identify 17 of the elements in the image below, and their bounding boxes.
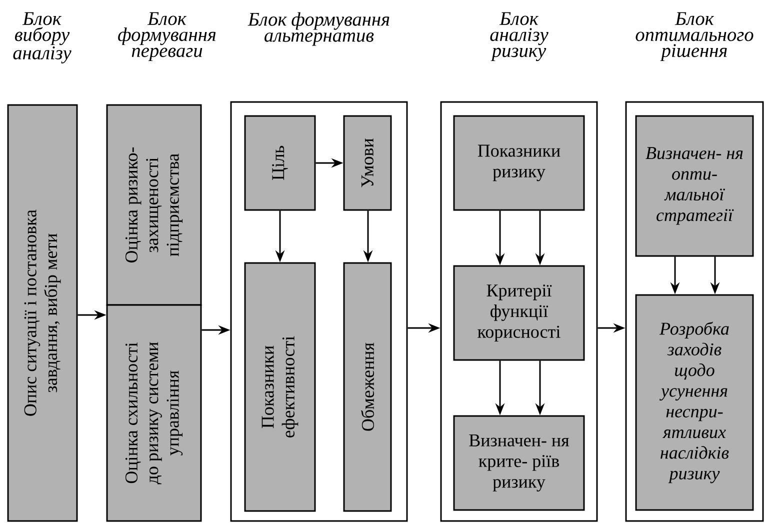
process-box: Опис ситуації і постановка завдання, вибір мети <box>7 104 78 522</box>
block-heading: Блок оптимального рішення <box>636 12 754 62</box>
process-box: Обмеження <box>343 262 392 512</box>
block-heading: Блок вибору аналізу <box>13 12 72 64</box>
process-box: Показники ефективності <box>244 262 316 512</box>
process-box: Оцінка ризико- захищеності підприємства <box>106 104 202 306</box>
process-box: Умови <box>343 115 392 211</box>
process-box: Показники ризику <box>453 115 585 211</box>
process-box: Критерії функції корисності <box>453 265 585 361</box>
process-box: Визначен- ня крите- ріїв ризику <box>453 415 585 511</box>
block-heading: Блок аналізу ризику <box>490 12 548 62</box>
process-box: Ціль <box>244 115 316 211</box>
block-heading: Блок формування альтернатив <box>248 12 390 46</box>
block-heading: Блок формування переваги <box>118 12 216 62</box>
process-box: Оцінка схильності до ризику системи управління <box>106 304 202 522</box>
process-box: Розробка заходів щодо усунення неспри- ятливих наслідків ризику <box>635 294 754 511</box>
process-box: Визначен- ня опти- мальної стратегії <box>635 115 754 257</box>
